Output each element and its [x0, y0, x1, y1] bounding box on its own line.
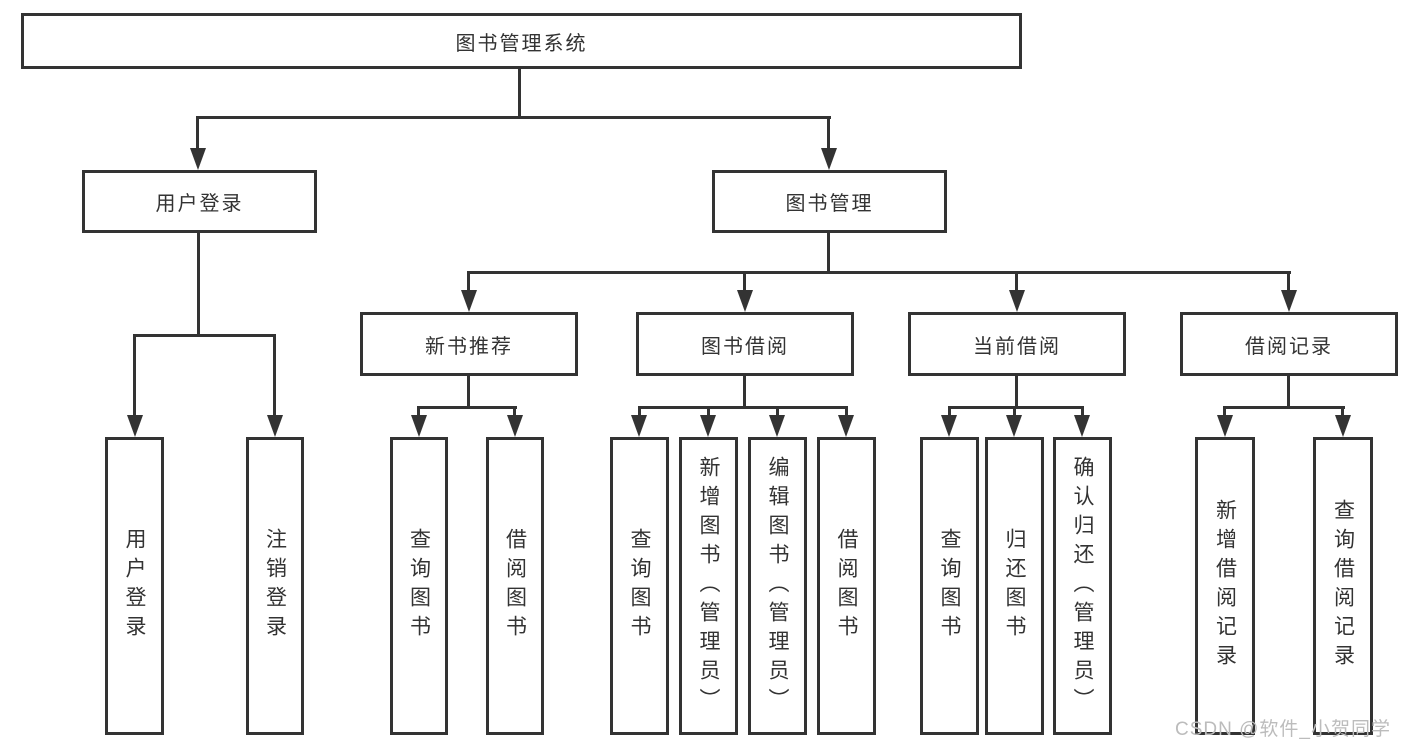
arrowhead-down-icon [461, 290, 477, 312]
connector-line [1287, 376, 1290, 409]
node-label: 编辑图书（管理员） [766, 455, 789, 717]
arrowhead-down-icon [631, 415, 647, 437]
connector-line [1223, 406, 1345, 409]
connector-line [638, 406, 848, 409]
node-label: 用户登录 [123, 528, 146, 644]
node-label: 查询图书 [628, 528, 651, 644]
connector-line [827, 233, 830, 274]
node-label: 查询图书 [938, 528, 961, 644]
arrowhead-down-icon [1281, 290, 1297, 312]
connector-line [467, 271, 470, 293]
leaf-query-books-borrow: 查询图书 [610, 437, 669, 735]
connector-line [948, 406, 951, 418]
connector-line [743, 376, 746, 409]
node-book-management: 图书管理 [712, 170, 947, 233]
arrowhead-down-icon [127, 415, 143, 437]
node-label: 当前借阅 [973, 335, 1061, 358]
node-label: 用户登录 [155, 193, 244, 215]
leaf-add-borrow-record: 新增借阅记录 [1195, 437, 1255, 735]
connector-line [776, 406, 779, 418]
connector-line [1287, 271, 1290, 293]
node-label: 归还图书 [1003, 528, 1026, 644]
connector-line [513, 406, 516, 418]
connector-line [1013, 406, 1016, 418]
leaf-add-book-admin: 新增图书（管理员） [679, 437, 738, 735]
node-label: 图书管理系统 [455, 32, 588, 55]
node-label: 图书借阅 [701, 335, 789, 358]
arrowhead-down-icon [1074, 415, 1090, 437]
arrowhead-down-icon [838, 415, 854, 437]
arrowhead-down-icon [190, 148, 206, 170]
connector-line [417, 406, 420, 418]
leaf-return-book: 归还图书 [985, 437, 1044, 735]
connector-line [196, 116, 831, 119]
node-book-borrow: 图书借阅 [636, 312, 854, 376]
node-label: 图书管理 [785, 193, 874, 215]
node-label: 新增借阅记录 [1213, 499, 1237, 673]
connector-line [1341, 406, 1344, 418]
arrowhead-down-icon [411, 415, 427, 437]
leaf-logout: 注销登录 [246, 437, 304, 735]
connector-line [273, 334, 276, 418]
arrowhead-down-icon [507, 415, 523, 437]
connector-line [948, 406, 1084, 409]
node-label: 注销登录 [263, 528, 287, 644]
connector-line [417, 406, 517, 409]
connector-line [1015, 376, 1018, 409]
connector-line [196, 116, 199, 152]
leaf-confirm-return-admin: 确认归还（管理员） [1053, 437, 1112, 735]
node-user-login: 用户登录 [82, 170, 317, 233]
arrowhead-down-icon [1006, 415, 1022, 437]
arrowhead-down-icon [737, 290, 753, 312]
node-new-book-recommend: 新书推荐 [360, 312, 578, 376]
leaf-user-login: 用户登录 [105, 437, 164, 735]
node-label: 确认归还（管理员） [1071, 455, 1094, 717]
arrowhead-down-icon [1217, 415, 1233, 437]
connector-line [1223, 406, 1226, 418]
node-label: 新书推荐 [425, 335, 513, 358]
leaf-query-books-current: 查询图书 [920, 437, 979, 735]
connector-line [845, 406, 848, 418]
watermark-text: CSDN @软件_小贺同学 [1175, 719, 1391, 740]
node-borrow-records: 借阅记录 [1180, 312, 1398, 376]
connector-line [827, 116, 830, 152]
connector-line [743, 271, 746, 293]
arrowhead-down-icon [267, 415, 283, 437]
node-label: 借阅记录 [1245, 335, 1333, 358]
leaf-borrow-books-recommend: 借阅图书 [486, 437, 544, 735]
arrowhead-down-icon [1335, 415, 1351, 437]
leaf-query-borrow-record: 查询借阅记录 [1313, 437, 1373, 735]
node-current-borrow: 当前借阅 [908, 312, 1126, 376]
arrowhead-down-icon [700, 415, 716, 437]
connector-line [467, 271, 1291, 274]
connector-line [1081, 406, 1084, 418]
connector-line [467, 376, 470, 409]
leaf-query-books-recommend: 查询图书 [390, 437, 448, 735]
node-root-system: 图书管理系统 [21, 13, 1022, 69]
arrowhead-down-icon [821, 148, 837, 170]
leaf-borrow-books: 借阅图书 [817, 437, 876, 735]
connector-line [133, 334, 136, 418]
connector-line [1015, 271, 1018, 293]
node-label: 借阅图书 [503, 528, 527, 644]
node-label: 借阅图书 [835, 528, 858, 644]
connector-line [197, 233, 200, 337]
arrowhead-down-icon [941, 415, 957, 437]
leaf-edit-book-admin: 编辑图书（管理员） [748, 437, 807, 735]
connector-line [518, 69, 521, 119]
connector-line [707, 406, 710, 418]
arrowhead-down-icon [769, 415, 785, 437]
node-label: 查询图书 [407, 528, 431, 644]
node-label: 新增图书（管理员） [697, 455, 720, 717]
connector-line [133, 334, 276, 337]
connector-line [638, 406, 641, 418]
node-label: 查询借阅记录 [1331, 499, 1355, 673]
arrowhead-down-icon [1009, 290, 1025, 312]
